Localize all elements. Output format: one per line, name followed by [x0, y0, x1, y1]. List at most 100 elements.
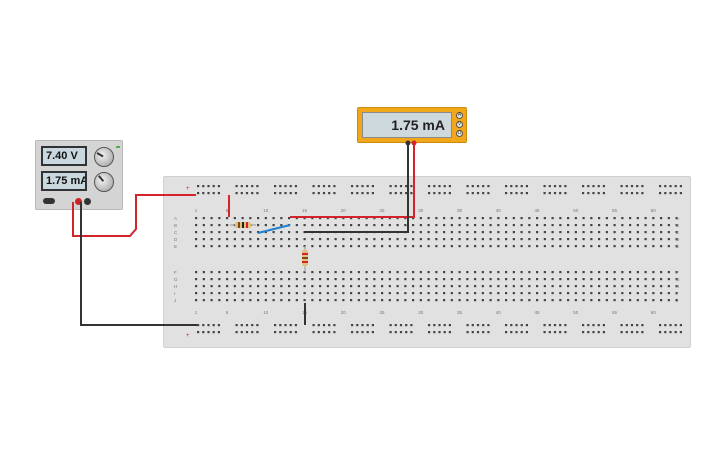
breadboard-hole	[412, 245, 415, 248]
power-switch[interactable]	[43, 198, 55, 204]
rail-hole	[371, 324, 374, 327]
breadboard-hole	[621, 278, 624, 281]
breadboard-hole	[598, 245, 601, 248]
breadboard-hole	[590, 245, 593, 248]
breadboard-hole	[218, 299, 221, 302]
rail-plus-marker: +	[186, 333, 190, 339]
breadboard-hole	[334, 238, 337, 241]
rail-hole	[466, 192, 469, 195]
breadboard-hole	[512, 217, 515, 220]
breadboard-hole	[388, 231, 391, 234]
breadboard-hole	[574, 292, 577, 295]
breadboard-hole	[520, 278, 523, 281]
rail-hole	[312, 324, 315, 327]
breadboard-hole	[598, 292, 601, 295]
row-letter: F	[174, 270, 177, 275]
rail-hole	[597, 331, 600, 334]
rail-hole	[279, 331, 282, 334]
breadboard-hole	[226, 217, 229, 220]
power-supply[interactable]: 7.40 V 1.75 mA	[35, 140, 123, 210]
breadboard-hole	[311, 224, 314, 227]
column-number-bottom: 55	[612, 310, 618, 315]
rail-hole	[543, 185, 546, 188]
breadboard-hole	[342, 245, 345, 248]
breadboard-hole	[381, 299, 384, 302]
breadboard-hole	[644, 285, 647, 288]
breadboard-hole	[613, 285, 616, 288]
rail-hole	[543, 331, 546, 334]
breadboard-hole	[202, 292, 205, 295]
rail-hole	[322, 324, 326, 327]
breadboard-hole	[660, 217, 663, 220]
rail-hole	[433, 185, 436, 188]
breadboard-hole	[667, 224, 670, 227]
rail-hole	[235, 331, 238, 334]
breadboard-hole	[249, 285, 252, 288]
current-knob[interactable]	[94, 172, 114, 192]
breadboard-hole	[497, 285, 500, 288]
mode-ohmmeter[interactable]: Ω	[456, 130, 463, 137]
breadboard-hole	[543, 231, 546, 234]
breadboard-hole	[450, 292, 453, 295]
breadboard-hole	[295, 299, 298, 302]
mode-voltmeter[interactable]: V	[456, 121, 463, 128]
breadboard-hole	[644, 238, 647, 241]
breadboard-hole	[458, 231, 461, 234]
breadboard-hole	[233, 271, 236, 274]
column-number-bottom: 25	[379, 310, 385, 315]
breadboard-hole	[326, 299, 329, 302]
breadboard-hole	[233, 292, 236, 295]
breadboard-hole	[249, 238, 252, 241]
voltage-display: 7.40 V	[41, 146, 87, 166]
rail-hole	[351, 331, 354, 334]
breadboard-hole	[505, 238, 508, 241]
breadboard-hole	[319, 285, 322, 288]
breadboard-hole	[210, 292, 213, 295]
breadboard-hole	[551, 224, 554, 227]
breadboard-hole	[202, 271, 205, 274]
breadboard-hole	[412, 224, 415, 227]
column-number-top: 20	[341, 208, 347, 213]
breadboard-hole	[528, 245, 531, 248]
breadboard-hole	[311, 292, 314, 295]
breadboard-hole	[551, 278, 554, 281]
breadboard-hole	[303, 285, 306, 288]
breadboard-hole	[326, 238, 329, 241]
rail-hole	[279, 324, 282, 327]
row-letter: E	[174, 244, 177, 249]
multimeter[interactable]: 1.75 mA A V Ω	[357, 107, 467, 143]
breadboard-hole	[272, 224, 275, 227]
rail-hole	[674, 324, 677, 327]
column-number-top: 15	[302, 208, 308, 213]
breadboard-hole	[675, 217, 678, 220]
breadboard-hole	[559, 217, 562, 220]
positive-terminal[interactable]	[75, 198, 82, 205]
rail-hole	[482, 192, 485, 195]
negative-terminal[interactable]	[84, 198, 91, 205]
rail-hole	[641, 185, 644, 188]
breadboard-hole	[419, 285, 422, 288]
voltage-knob[interactable]	[94, 147, 114, 167]
breadboard-hole	[311, 245, 314, 248]
mode-ammeter[interactable]: A	[456, 112, 463, 119]
rail-hole	[564, 185, 567, 188]
rail-hole	[245, 331, 249, 334]
rail-hole	[212, 185, 215, 188]
breadboard-hole	[559, 292, 562, 295]
breadboard-hole	[334, 224, 337, 227]
breadboard-hole	[497, 245, 500, 248]
breadboard-holes[interactable]: ++11551010151520202525303035354040454550…	[164, 177, 690, 347]
breadboard-hole	[295, 271, 298, 274]
breadboard-hole	[404, 231, 407, 234]
breadboard-hole	[357, 231, 360, 234]
rail-hole	[251, 185, 254, 188]
breadboard-hole	[497, 271, 500, 274]
breadboard-hole	[675, 231, 678, 234]
breadboard-hole	[218, 238, 221, 241]
breadboard-hole	[605, 217, 608, 220]
breadboard-hole	[652, 217, 655, 220]
breadboard-hole	[350, 292, 353, 295]
breadboard-hole	[272, 292, 275, 295]
breadboard-hole	[342, 271, 345, 274]
